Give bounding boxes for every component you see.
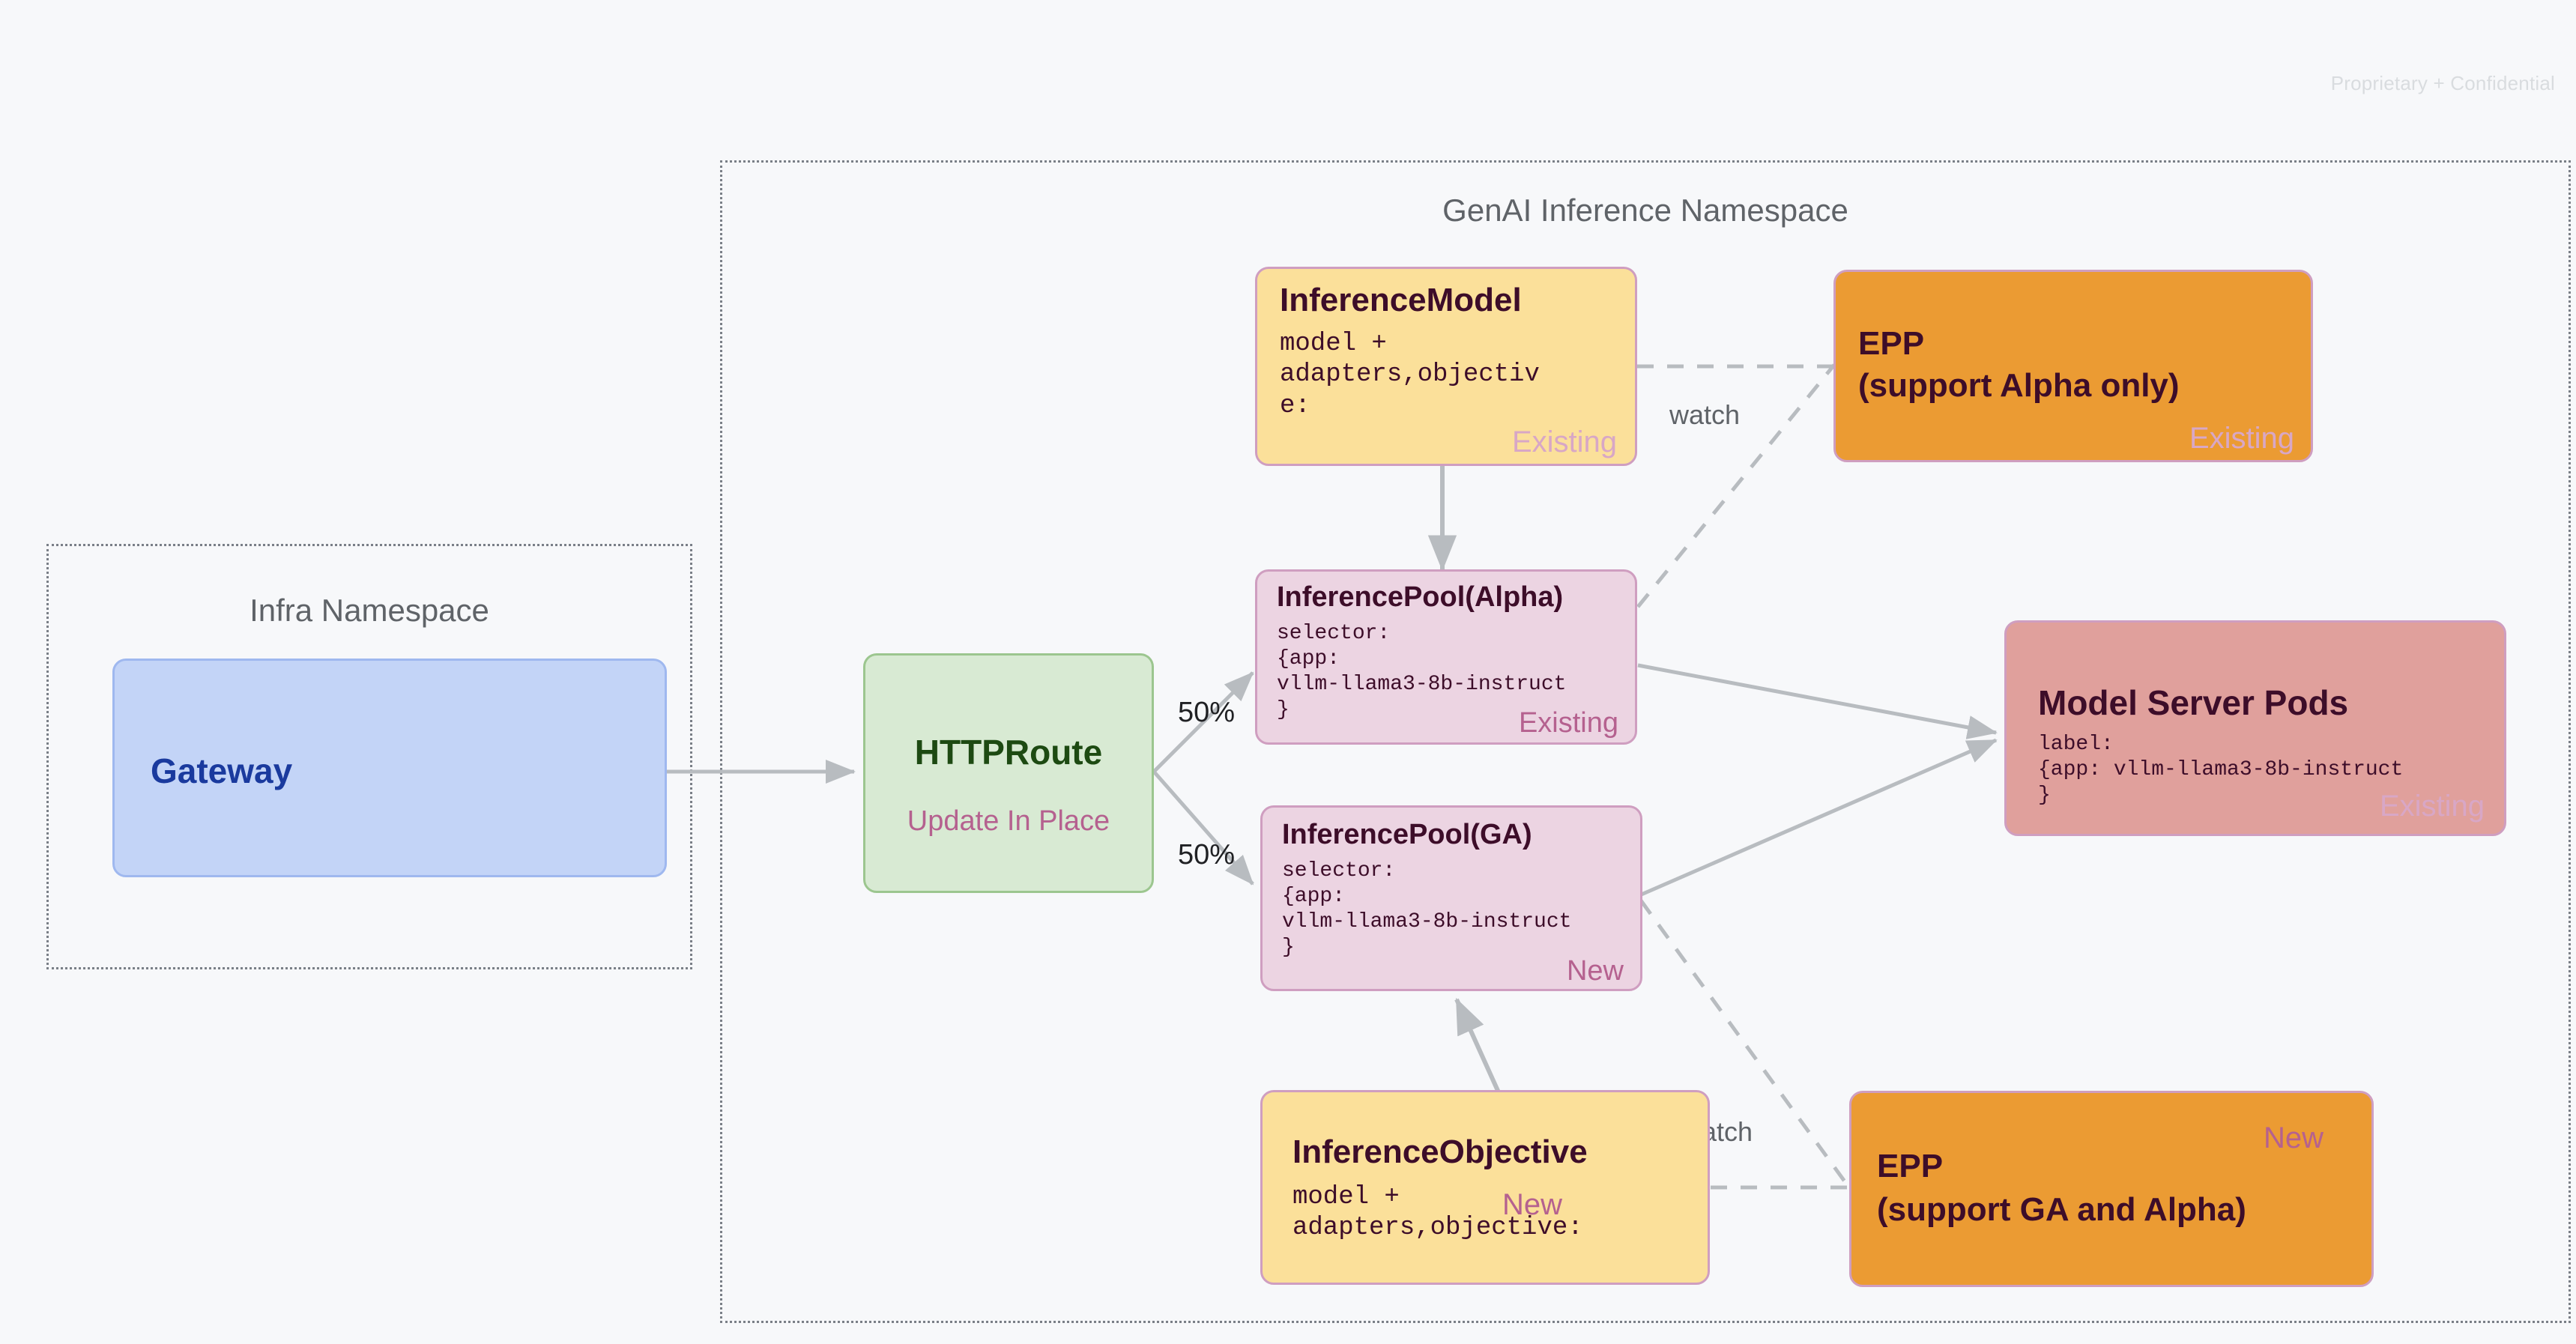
node-model-server-pods-title: Model Server Pods: [2038, 683, 2349, 722]
node-epp-ga-tag: New: [2263, 1121, 2323, 1154]
node-inference-model-tag: Existing: [1511, 426, 1617, 458]
node-inference-objective[interactable]: InferenceObjective model + adapters,obje…: [1260, 1090, 1710, 1285]
node-inference-objective-body: model + adapters,objective:: [1292, 1183, 1583, 1243]
genai-namespace-title: GenAI Inference Namespace: [1442, 193, 1848, 228]
node-inference-pool-alpha[interactable]: InferencePool(Alpha) selector: {app: vll…: [1255, 569, 1637, 745]
node-epp-ga-title-line2: (support GA and Alpha): [1877, 1191, 2246, 1228]
edge-label-watch-alpha: watch: [1669, 399, 1741, 430]
node-httproute-title: HTTPRoute: [914, 733, 1103, 772]
node-inference-objective-tag: New: [1502, 1188, 1563, 1221]
node-inference-pool-alpha-tag: Existing: [1518, 707, 1618, 739]
node-inference-model[interactable]: InferenceModel model + adapters,objectiv…: [1255, 267, 1637, 466]
node-inference-pool-ga-tag: New: [1566, 955, 1624, 987]
infra-namespace-title: Infra Namespace: [250, 593, 489, 628]
node-epp-alpha-tag: Existing: [2189, 422, 2294, 455]
node-inference-pool-ga[interactable]: InferencePool(GA) selector: {app: vllm-l…: [1260, 805, 1642, 991]
infra-namespace-container: Infra Namespace: [46, 544, 692, 969]
node-inference-model-body: model + adapters,objectiv e:: [1280, 330, 1540, 420]
node-inference-objective-title: InferenceObjective: [1292, 1133, 1588, 1170]
node-inference-pool-alpha-title: InferencePool(Alpha): [1277, 581, 1564, 613]
node-inference-model-title: InferenceModel: [1280, 282, 1522, 318]
node-inference-pool-ga-title: InferencePool(GA): [1282, 819, 1532, 850]
node-inference-pool-alpha-body: selector: {app: vllm-llama3-8b-instruct …: [1277, 622, 1567, 722]
node-epp-alpha-title-line2: (support Alpha only): [1858, 367, 2180, 404]
node-epp-ga[interactable]: EPP (support GA and Alpha) New: [1849, 1091, 2374, 1287]
node-epp-alpha[interactable]: EPP (support Alpha only) Existing: [1833, 270, 2313, 462]
node-gateway[interactable]: Gateway: [112, 659, 667, 877]
node-httproute[interactable]: HTTPRoute Update In Place: [863, 653, 1154, 893]
genai-namespace-container: GenAI Inference Namespace: [720, 160, 2571, 1323]
node-httproute-tag: Update In Place: [907, 805, 1110, 837]
node-epp-alpha-title-line1: EPP: [1858, 325, 1925, 362]
node-inference-pool-ga-body: selector: {app: vllm-llama3-8b-instruct …: [1282, 859, 1572, 960]
node-model-server-pods-tag: Existing: [2379, 790, 2485, 823]
confidential-notice: Proprietary + Confidential: [2330, 72, 2555, 94]
node-epp-ga-title-line1: EPP: [1877, 1148, 1944, 1184]
node-model-server-pods[interactable]: Model Server Pods label: {app: vllm-llam…: [2004, 620, 2506, 836]
node-gateway-title: Gateway: [151, 751, 293, 790]
edge-label-50-alpha: 50%: [1178, 697, 1236, 728]
edge-label-50-ga: 50%: [1178, 839, 1236, 871]
node-model-server-pods-body: label: {app: vllm-llama3-8b-instruct }: [2038, 733, 2404, 808]
